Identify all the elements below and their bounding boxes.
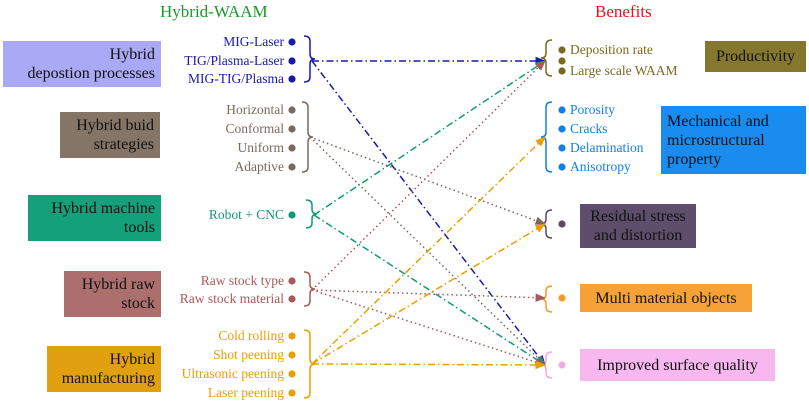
right-item-dot: [558, 106, 566, 114]
left-item-label: Raw stock type: [200, 273, 284, 288]
right-target-dot: [558, 57, 566, 65]
left-heading: Hybrid-WAAM: [160, 2, 268, 21]
right-item-dot: [558, 144, 566, 152]
left-bracket-rawstock: [303, 271, 316, 307]
right-category-label: Mechanical and: [667, 112, 769, 130]
left-category-label: Hybrid: [109, 46, 155, 63]
right-category-box-productivity: Productivity: [705, 41, 806, 72]
right-bracket-productivity: [540, 39, 553, 77]
left-category-label: tools: [123, 219, 155, 236]
right-item-dot: [558, 125, 566, 133]
connection-arrow: [311, 136, 546, 365]
right-target-dot: [558, 294, 566, 302]
right-bracket-multi: [540, 285, 553, 313]
right-category-label: and distortion: [593, 227, 683, 244]
right-category-label: Productivity: [715, 48, 796, 65]
left-item-dot: [288, 370, 296, 378]
left-item-dot: [288, 57, 296, 65]
right-heading: Benefits: [595, 2, 652, 21]
right-category-label: Multi material objects: [595, 289, 737, 307]
connection-arrow: [311, 223, 546, 365]
right-item-label: Anisotropy: [570, 159, 631, 174]
connection-arrow: [309, 136, 546, 225]
right-item-dot: [558, 67, 566, 75]
right-target-dot: [558, 220, 566, 228]
left-bracket-deposition: [303, 35, 316, 83]
left-category-label: Hybrid machine: [51, 200, 155, 217]
right-bracket-residual: [540, 209, 553, 239]
left-item-label: MIG-Laser: [223, 34, 284, 49]
left-category-label: Hybrid: [109, 351, 155, 368]
left-item-label: Horizontal: [226, 102, 284, 117]
left-category-box-machine: Hybrid machine tools: [28, 195, 161, 241]
connection-arrow: [309, 136, 546, 366]
right-item-label: Deposition rate: [570, 42, 653, 57]
right-bracket-mechanical: [540, 101, 553, 173]
left-category-box-manufacturing: Hybrid manufacturing: [47, 346, 161, 392]
left-bracket-build: [301, 101, 314, 173]
connection-arrow: [311, 60, 546, 366]
connection-arrow: [311, 60, 546, 291]
left-item-label: Shot peening: [213, 347, 284, 362]
left-category-label: Hybrid buid: [76, 117, 154, 134]
left-item-label: Raw stock material: [179, 291, 284, 306]
right-category-box-residual: Residual stress and distortion: [580, 204, 696, 248]
left-category-box-rawstock: Hybrid raw stock: [64, 271, 161, 317]
left-item-label: Conformal: [225, 121, 285, 136]
right-item-dot: [558, 46, 566, 54]
right-item-dot: [558, 163, 566, 171]
right-bracket-surface: [540, 351, 553, 379]
connection-arrow: [313, 60, 546, 216]
left-item-dot: [288, 295, 296, 303]
connection-arrow: [311, 289, 546, 367]
right-category-label: property: [667, 150, 722, 168]
left-item-dot: [288, 211, 296, 219]
right-item-label: Large scale WAAM: [570, 63, 678, 78]
left-category-label: stock: [121, 295, 155, 312]
left-category-label: manufacturing: [61, 370, 155, 387]
left-category-label: Hybrid raw: [81, 276, 155, 293]
left-item-dot: [288, 351, 296, 359]
left-item-dot: [288, 144, 296, 152]
right-category-label: Improved surface quality: [597, 356, 758, 374]
left-category-label: strategies: [93, 136, 154, 153]
right-item-label: Delamination: [570, 140, 644, 155]
right-target-dot: [558, 361, 566, 369]
left-category-box-deposition: Hybrid depostion processes: [3, 41, 161, 87]
right-category-label: microstructural: [667, 131, 765, 149]
left-item-label: Laser peening: [207, 385, 284, 400]
left-item-dot: [288, 75, 296, 83]
right-item-label: Porosity: [570, 102, 616, 117]
connection-arrow: [311, 289, 547, 302]
left-item-dot: [288, 125, 296, 133]
left-category-box-build: Hybrid buid strategies: [60, 112, 160, 158]
right-category-box-surface: Improved surface quality: [580, 349, 775, 381]
left-item-dot: [288, 163, 296, 171]
left-item-label: TIG/Plasma-Laser: [184, 53, 284, 68]
left-item-label: MIG-TIG/Plasma: [188, 71, 284, 86]
left-item-dot: [288, 277, 296, 285]
right-category-label: Residual stress: [590, 208, 686, 225]
right-category-box-multi: Multi material objects: [580, 284, 752, 312]
left-item-dot: [288, 106, 296, 114]
left-bracket-machine: [305, 199, 318, 229]
left-item-label: Cold rolling: [218, 328, 284, 343]
left-category-label: depostion processes: [27, 65, 155, 82]
connection-arrow: [313, 214, 546, 366]
left-item-label: Adaptive: [234, 159, 285, 174]
left-item-dot: [288, 389, 296, 397]
left-item-dot: [288, 332, 296, 340]
left-item-label: Ultrasonic peening: [181, 366, 284, 381]
left-item-label: Uniform: [237, 140, 285, 155]
left-item-label: Robot + CNC: [208, 207, 284, 222]
connection-arrow: [311, 360, 547, 370]
right-item-label: Cracks: [570, 121, 608, 136]
left-item-dot: [288, 38, 296, 46]
